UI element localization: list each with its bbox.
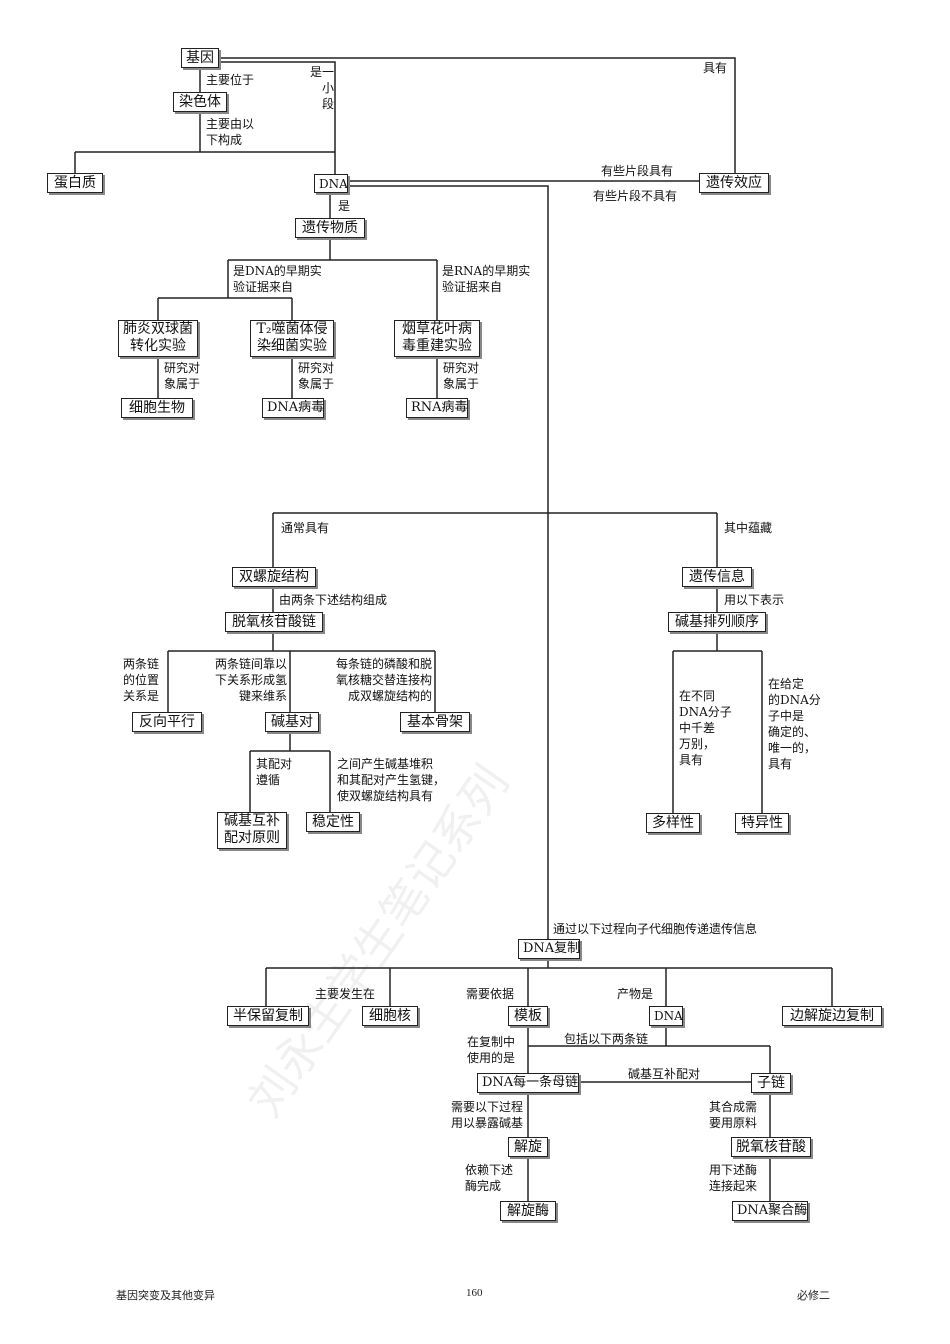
label-some-not: 有些片段不具有: [593, 189, 678, 203]
label-hydrogen-bonds: 两条链间靠以 下关系形成氢 键来维系: [214, 657, 287, 703]
node-double-helix: 双螺旋结构: [232, 567, 316, 587]
node-rna-virus: RNA病毒: [406, 398, 468, 418]
node-complementary: 碱基互补 配对原则: [217, 812, 287, 849]
node-genetic-info: 遗传信息: [682, 567, 752, 587]
label-has: 具有: [703, 61, 728, 75]
label-phosphate-link: 每条链的磷酸和脱 氧核糖交替连接构 成双螺旋结构的: [335, 657, 432, 703]
label-research-3: 研究对 象属于: [443, 361, 480, 391]
node-deoxy-chain: 脱氧核苷酸链: [225, 612, 323, 632]
node-dna-product: DNA: [649, 1006, 683, 1026]
label-relies-on: 依赖下述 酶完成: [465, 1163, 514, 1193]
node-genetic-effect: 遗传效应: [699, 173, 769, 193]
label-linked-by: 用下述酶 连接起来: [709, 1163, 758, 1193]
node-stability: 稳定性: [306, 812, 360, 832]
label-rna-evidence: 是RNA的早期实 验证据来自: [442, 264, 531, 294]
footer-left: 基因突变及其他变异: [116, 1290, 215, 1302]
label-located-on: 主要位于: [206, 73, 255, 87]
node-phage: T₂噬菌体侵 染细菌实验: [250, 320, 334, 357]
label-needs: 需要依据: [466, 987, 515, 1001]
label-stacking: 之间产生碱基堆积 和其配对产生氢键， 使双螺旋结构具有: [337, 757, 446, 803]
node-parent-chain: DNA每一条母链: [477, 1073, 579, 1093]
node-diversity: 多样性: [646, 813, 700, 833]
label-is-small-segment: 是一 小 段: [309, 65, 334, 111]
label-contains: 其中蕴藏: [724, 521, 773, 535]
label-base-complement: 碱基互补配对: [628, 1067, 701, 1081]
label-different-dna: 在不同 DNA分子 中千差 万别， 具有: [679, 689, 732, 767]
node-specificity: 特异性: [735, 813, 789, 833]
label-two-chains: 由两条下述结构组成: [279, 593, 388, 607]
label-dna-evidence: 是DNA的早期实 验证据来自: [233, 264, 322, 294]
node-semi: 半保留复制: [227, 1006, 309, 1026]
label-product-is: 产物是: [617, 987, 654, 1001]
node-genetic-material: 遗传物质: [295, 218, 365, 238]
node-gene: 基因: [181, 48, 219, 68]
node-dna: DNA: [314, 174, 348, 193]
node-template: 模板: [508, 1006, 548, 1026]
footer-page-number: 160: [466, 1287, 483, 1299]
footer-right: 必修二: [797, 1290, 830, 1302]
node-protein: 蛋白质: [47, 173, 103, 193]
node-polymerase: DNA聚合酶: [732, 1201, 808, 1221]
node-base-order: 碱基排列顺序: [668, 612, 766, 632]
label-follows: 其配对 遵循: [256, 757, 293, 787]
node-cellular: 细胞生物: [121, 398, 193, 418]
label-is: 是: [338, 199, 351, 213]
node-unwind-replicate: 边解旋边复制: [782, 1006, 882, 1026]
label-used-in: 在复制中 使用的是: [467, 1035, 516, 1065]
node-dna-virus: DNA病毒: [262, 398, 324, 418]
label-expose-bases: 需要以下过程 用以暴露碱基: [450, 1100, 523, 1130]
node-deoxy-nuc: 脱氧核苷酸: [731, 1137, 811, 1157]
label-research-2: 研究对 象属于: [298, 361, 335, 391]
label-relative-position: 两条链 的位置 关系是: [123, 657, 160, 703]
label-composed-of: 主要由以 下构成: [206, 117, 255, 147]
node-daughter-chain: 子链: [751, 1073, 791, 1093]
node-tobacco: 烟草花叶病 毒重建实验: [394, 320, 480, 357]
node-base-pair: 碱基对: [265, 712, 319, 732]
node-chromosome: 染色体: [173, 92, 227, 112]
node-pneumococcus: 肺炎双球菌 转化实验: [118, 320, 198, 357]
node-antiparallel: 反向平行: [132, 712, 202, 732]
node-replication: DNA复制: [518, 939, 580, 959]
label-given-dna: 在给定 的DNA分 子中是 确定的、 唯一的， 具有: [768, 677, 821, 771]
label-usually-has: 通常具有: [281, 521, 330, 535]
label-synthesis-needs: 其合成需 要用原料: [709, 1100, 758, 1130]
label-mainly-in: 主要发生在: [315, 987, 376, 1001]
node-nucleus: 细胞核: [362, 1006, 418, 1026]
node-helicase: 解旋酶: [500, 1201, 556, 1221]
label-includes-two: 包括以下两条链: [564, 1032, 649, 1046]
node-backbone: 基本骨架: [400, 712, 470, 732]
label-some-have: 有些片段具有: [601, 164, 674, 178]
node-unwinding: 解旋: [508, 1137, 548, 1157]
label-research-1: 研究对 象属于: [164, 361, 201, 391]
label-represented-by: 用以下表示: [724, 593, 785, 607]
label-transmit: 通过以下过程向子代细胞传递遗传信息: [553, 922, 758, 936]
